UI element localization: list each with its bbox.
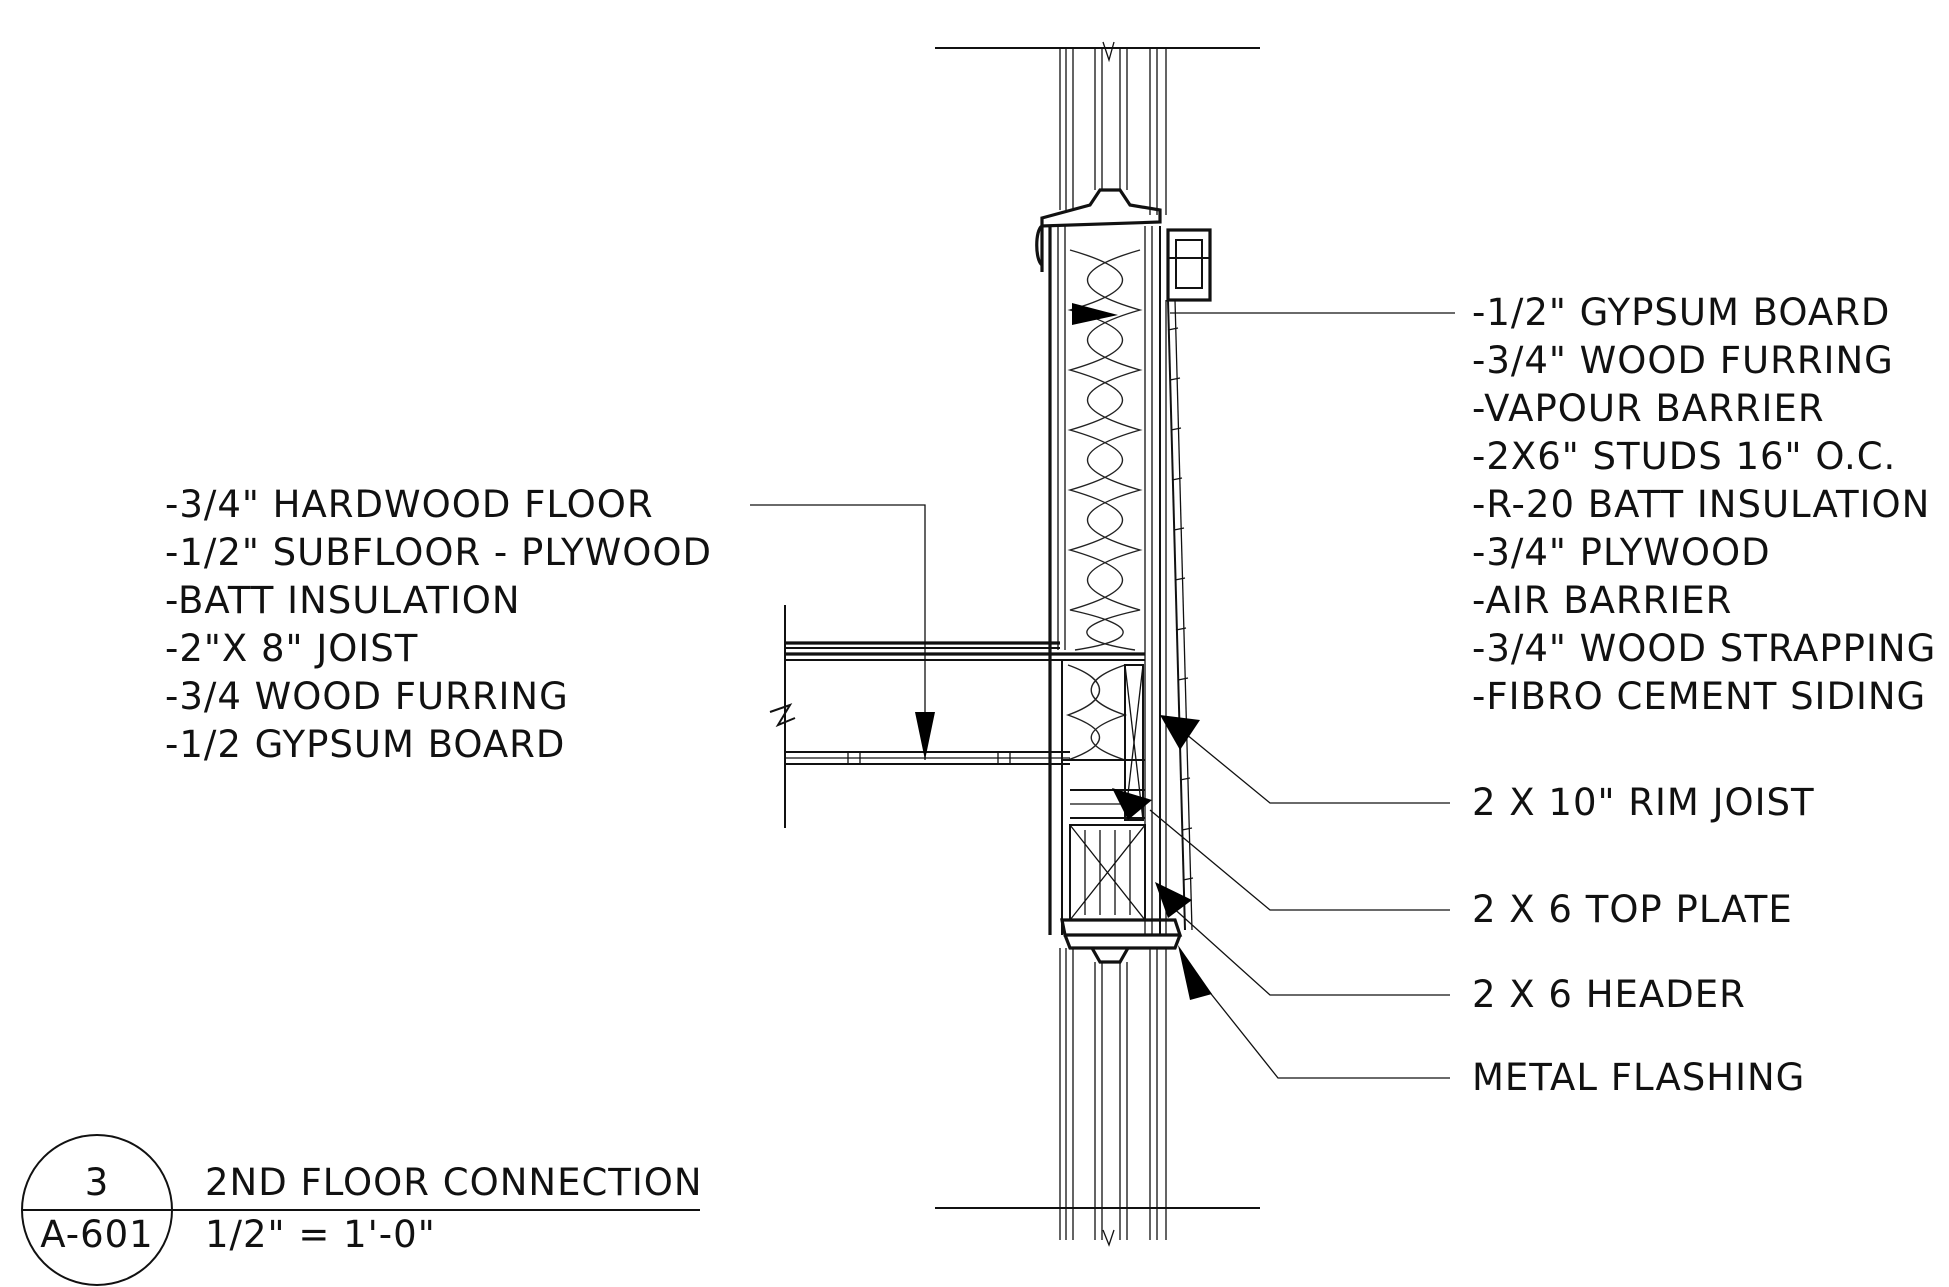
wall-note-9: -FIBRO CEMENT SIDING [1472,675,1926,718]
arrow-top-plate [1112,788,1152,820]
wall-note-3: -VAPOUR BARRIER [1472,387,1825,430]
wall-assembly-notes: -1/2" GYPSUM BOARD -3/4" WOOD FURRING -V… [1472,291,1936,718]
arrow-floor [915,712,935,760]
wall-note-4: -2X6" STUDS 16" O.C. [1472,435,1896,478]
sheet-number: A-601 [40,1213,153,1256]
arrow-flashing [1178,945,1212,1000]
component-callouts: 2 X 10" RIM JOIST 2 X 6 TOP PLATE 2 X 6 … [1472,781,1815,1099]
floor-assembly-notes: -3/4" HARDWOOD FLOOR -1/2" SUBFLOOR - PL… [165,483,712,766]
floor-note-1: -3/4" HARDWOOD FLOOR [165,483,654,526]
callout-flashing: METAL FLASHING [1472,1056,1805,1099]
wall-note-7: -AIR BARRIER [1472,579,1732,622]
wall-note-6: -3/4" PLYWOOD [1472,531,1771,574]
arrow-header [1155,882,1192,918]
floor-note-4: -2"X 8" JOIST [165,627,418,670]
detail-number: 3 [85,1161,110,1204]
exterior-wall [1048,226,1194,935]
floor-note-6: -1/2 GYPSUM BOARD [165,723,565,766]
floor-note-5: -3/4 WOOD FURRING [165,675,569,718]
arrow-gypsum [1072,303,1118,325]
detail-title-block: 3 A-601 2ND FLOOR CONNECTION 1/2" = 1'-0… [21,1134,703,1286]
lower-window-frame [935,948,1260,1247]
arrow-rim-joist [1160,715,1200,750]
detail-scale: 1/2" = 1'-0" [205,1213,436,1256]
floor-assembly [769,605,1183,964]
upper-window-frame [935,41,1260,302]
callout-rim-joist: 2 X 10" RIM JOIST [1472,781,1815,824]
callout-header: 2 X 6 HEADER [1472,973,1746,1016]
wall-note-5: -R-20 BATT INSULATION [1472,483,1930,526]
callout-top-plate: 2 X 6 TOP PLATE [1472,888,1793,931]
floor-note-2: -1/2" SUBFLOOR - PLYWOOD [165,531,712,574]
wall-note-8: -3/4" WOOD STRAPPING [1472,627,1936,670]
wall-note-2: -3/4" WOOD FURRING [1472,339,1894,382]
floor-note-3: -BATT INSULATION [165,579,521,622]
wall-note-1: -1/2" GYPSUM BOARD [1472,291,1890,334]
detail-title: 2ND FLOOR CONNECTION [205,1161,703,1204]
leaders [750,303,1455,1079]
